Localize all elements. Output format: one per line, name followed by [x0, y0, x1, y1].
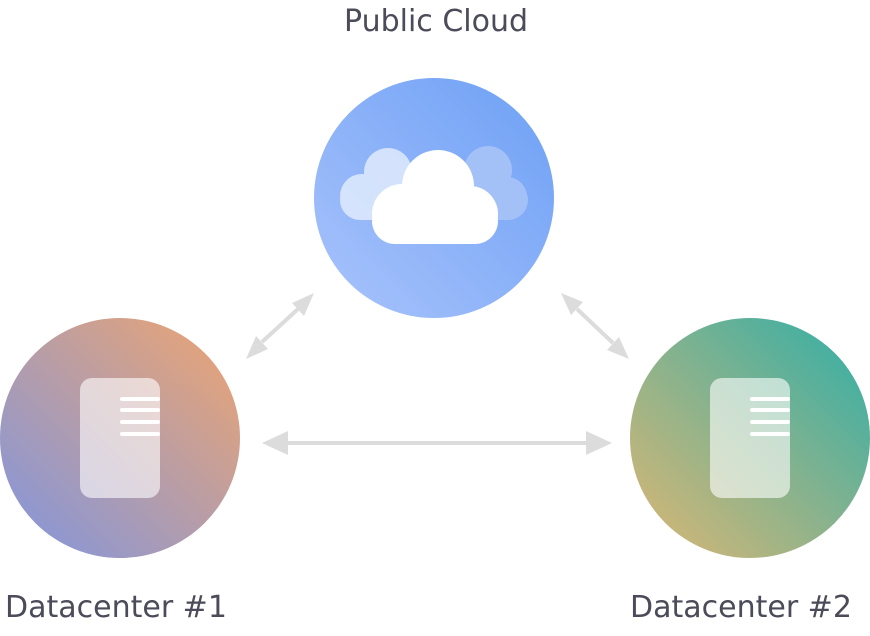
cloud-label: Public Cloud: [344, 4, 529, 39]
node-dc2: [630, 318, 870, 558]
arrowhead: [607, 337, 629, 359]
arrowhead: [586, 431, 612, 455]
dc1-label: Datacenter #1: [5, 590, 227, 625]
node-dc1: [0, 318, 240, 558]
arrowhead: [246, 336, 268, 359]
edge-dc1-cloud: [246, 293, 314, 359]
server-icon: [80, 378, 160, 498]
dc2-label: Datacenter #2: [630, 590, 852, 625]
arrowhead: [561, 293, 583, 315]
edge-cloud-dc2: [561, 293, 629, 359]
edge-dc1-dc2: [262, 431, 612, 455]
arrowhead: [292, 293, 314, 316]
arrowhead: [262, 431, 288, 455]
cloud-icon: [340, 146, 528, 244]
server-icon: [710, 378, 790, 498]
node-cloud: [314, 78, 554, 318]
